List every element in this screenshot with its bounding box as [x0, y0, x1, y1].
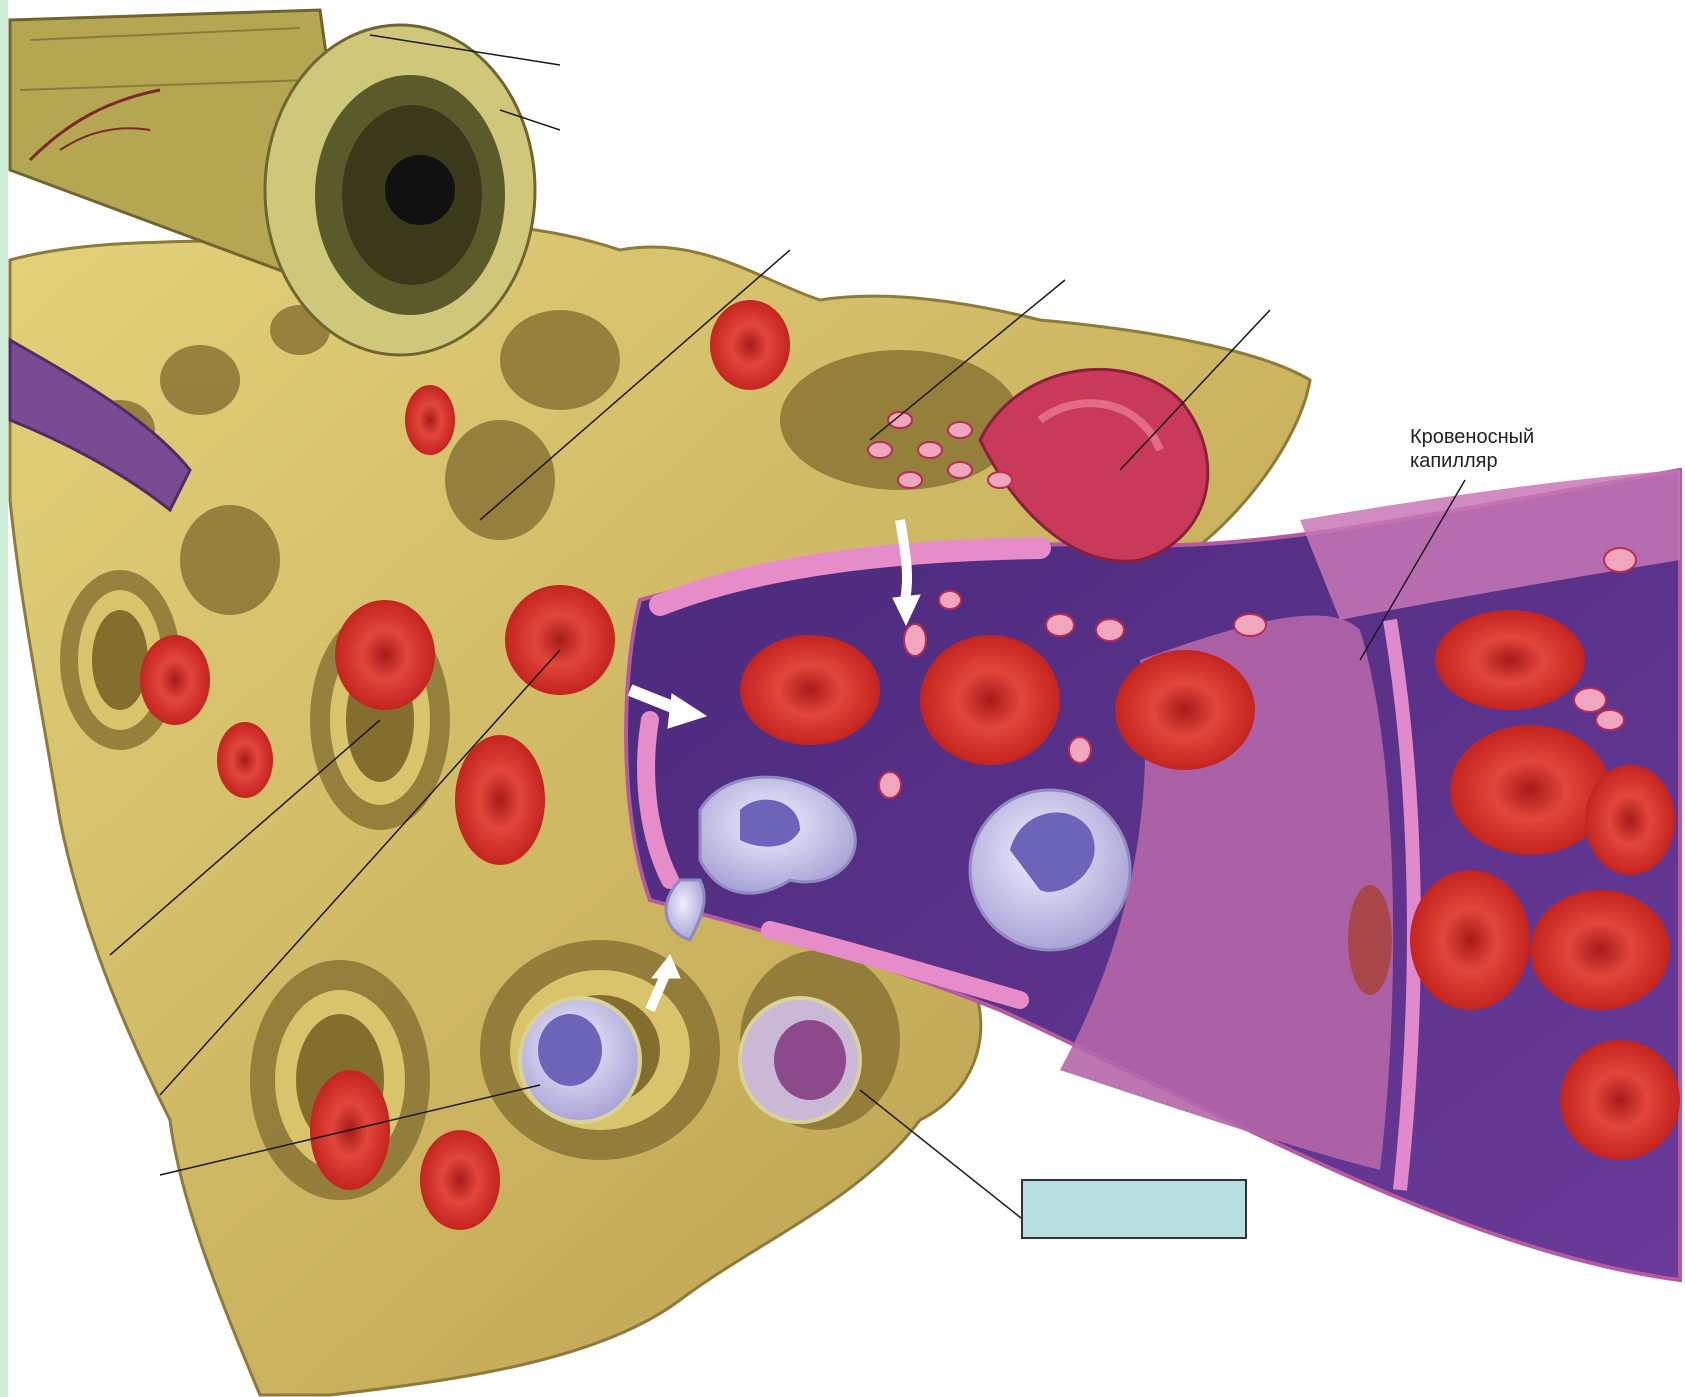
red-blood-cell — [1410, 870, 1530, 1010]
red-blood-cell — [505, 585, 615, 695]
red-blood-cell — [1435, 610, 1585, 710]
red-blood-cell — [217, 722, 273, 798]
red-blood-cell — [920, 635, 1060, 765]
red-blood-cell — [1115, 650, 1255, 770]
red-blood-cell — [420, 1130, 500, 1230]
red-blood-cell — [1560, 1040, 1680, 1160]
red-blood-cell — [1530, 890, 1670, 1010]
capillary-label: Кровеносный капилляр — [1410, 425, 1534, 473]
capillary-label-line2: капилляр — [1410, 449, 1534, 473]
red-blood-cell — [740, 635, 880, 745]
red-blood-cell — [405, 385, 455, 455]
red-blood-cell — [335, 600, 435, 710]
red-blood-cell — [1585, 765, 1675, 875]
endothelial-nucleus — [1348, 885, 1392, 995]
red-blood-cell — [1450, 725, 1610, 855]
capillary-label-line1: Кровеносный — [1410, 425, 1534, 449]
red-blood-cell — [140, 635, 210, 725]
answer-box[interactable] — [1021, 1179, 1247, 1239]
red-blood-cell — [455, 735, 545, 865]
red-blood-cell — [710, 300, 790, 390]
